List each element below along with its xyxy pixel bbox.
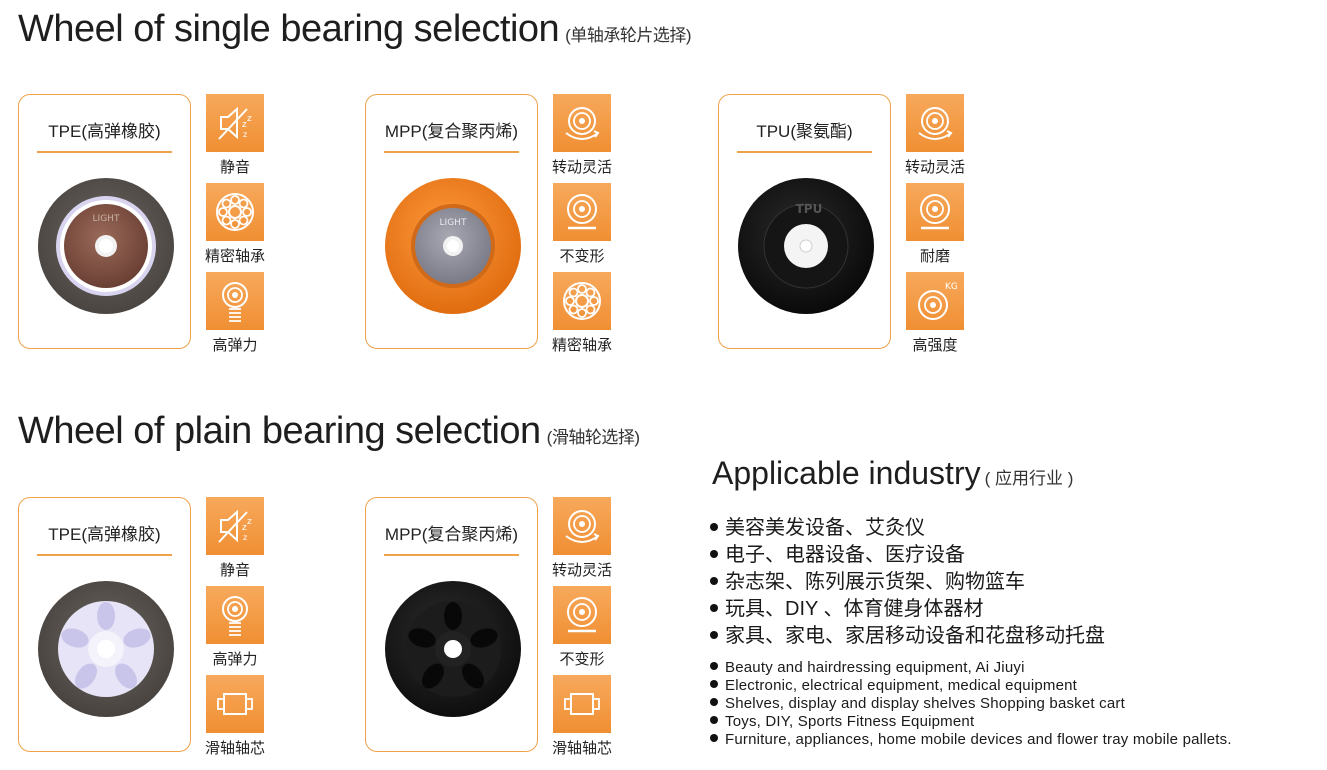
feature-high-elasticity: 高弹力 — [205, 272, 265, 355]
sleeve-bearing-icon — [564, 693, 600, 715]
weight-kg-icon: KG — [918, 282, 957, 320]
feature-label: 静音 — [219, 159, 250, 176]
kg-mark: KG — [945, 282, 957, 292]
industry-list-en: Beauty and hairdressing equipment, Ai Ji… — [710, 659, 1232, 749]
list-item: Toys, DIY, Sports Fitness Equipment — [710, 713, 1232, 731]
mute-icon: z z z — [218, 106, 252, 140]
mute-icon: z z z — [218, 509, 252, 543]
feature-no-deformation: 不变形 — [552, 586, 612, 669]
svg-text:z: z — [243, 533, 247, 542]
wheel-mark-light: LIGHT — [93, 214, 120, 224]
plain-bearing-subtitle: (滑轴轮选择) — [546, 428, 640, 447]
wheel-material-label: TPE(高弹橡胶) — [48, 122, 161, 141]
list-item: 电子、电器设备、医疗设备 — [710, 542, 1105, 569]
mpp-plain-wheel-image — [385, 581, 521, 717]
list-item: Electronic, electrical equipment, medica… — [710, 677, 1232, 695]
feature-label: 高弹力 — [212, 651, 258, 668]
feature-sleeve-bearing: 滑轴轴芯 — [552, 675, 612, 758]
feature-mute: z z z 静音 — [205, 94, 265, 177]
tpu-wheel-image: TPU — [738, 178, 874, 314]
industry-title: Applicable industry( 应用行业 ) — [712, 455, 1074, 491]
list-item: 杂志架、陈列展示货架、购物篮车 — [710, 569, 1105, 596]
wheel-mark-light: LIGHT — [440, 218, 467, 228]
wheel-card-single-tpu: TPU(聚氨酯) TPU — [718, 94, 891, 349]
feature-flexible-rotation: 转动灵活 — [552, 497, 612, 580]
svg-text:z: z — [243, 130, 247, 139]
list-item: Beauty and hairdressing equipment, Ai Ji… — [710, 659, 1232, 677]
rotation-icon — [565, 510, 600, 543]
feature-label: 精密轴承 — [204, 248, 265, 265]
feature-label: 转动灵活 — [904, 159, 965, 176]
feature-high-elasticity: 高弹力 — [205, 586, 265, 669]
stable-wheel-icon — [567, 194, 597, 230]
ball-bearing-icon — [563, 282, 601, 320]
feature-label: 静音 — [219, 562, 250, 579]
sleeve-bearing-icon — [217, 693, 253, 715]
divider — [737, 151, 872, 153]
feature-wear-resistant: 耐磨 — [905, 183, 965, 266]
feature-label: 高强度 — [912, 337, 958, 354]
feature-flexible-rotation: 转动灵活 — [905, 94, 965, 177]
svg-text:z: z — [247, 114, 252, 124]
divider — [384, 554, 519, 556]
feature-flexible-rotation: 转动灵活 — [552, 94, 612, 177]
wheel-material-label: TPU(聚氨酯) — [756, 122, 853, 141]
list-item: Shelves, display and display shelves Sho… — [710, 695, 1232, 713]
divider — [384, 151, 519, 153]
feature-sleeve-bearing: 滑轴轴芯 — [205, 675, 265, 758]
single-bearing-subtitle: (单轴承轮片选择) — [565, 26, 691, 45]
feature-label: 滑轴轴芯 — [551, 740, 612, 757]
rotation-icon — [918, 107, 953, 140]
feature-label: 不变形 — [559, 248, 605, 265]
list-item: 美容美发设备、艾灸仪 — [710, 515, 1105, 542]
wheel-card-plain-tpe: TPE(高弹橡胶) — [18, 497, 191, 752]
ball-bearing-icon — [216, 193, 254, 231]
single-bearing-title: Wheel of single bearing selection(单轴承轮片选… — [18, 8, 691, 50]
feature-label: 转动灵活 — [551, 562, 612, 579]
industry-list-cn: 美容美发设备、艾灸仪 电子、电器设备、医疗设备 杂志架、陈列展示货架、购物篮车 … — [710, 515, 1105, 650]
spring-icon — [222, 596, 248, 636]
feature-label: 高弹力 — [212, 337, 258, 354]
tpe-plain-wheel-image — [38, 581, 174, 717]
feature-label: 滑轴轴芯 — [204, 740, 265, 757]
feature-label: 不变形 — [559, 651, 605, 668]
wheel-material-label: MPP(复合聚丙烯) — [384, 122, 519, 141]
feature-precision-bearing: 精密轴承 — [205, 183, 265, 266]
feature-label: 精密轴承 — [551, 337, 612, 354]
wheel-mark-tpu: TPU — [796, 202, 823, 216]
svg-text:z: z — [242, 523, 247, 533]
wheel-card-single-mpp: MPP(复合聚丙烯) LIGHT — [365, 94, 538, 349]
tpe-wheel-image: LIGHT — [38, 178, 174, 314]
list-item: 家具、家电、家居移动设备和花盘移动托盘 — [710, 623, 1105, 650]
feature-precision-bearing: 精密轴承 — [552, 272, 612, 355]
industry-subtitle: ( 应用行业 ) — [984, 469, 1074, 488]
stable-wheel-icon — [567, 597, 597, 633]
feature-no-deformation: 不变形 — [552, 183, 612, 266]
feature-label: 转动灵活 — [551, 159, 612, 176]
list-item: 玩具、DIY 、体育健身体器材 — [710, 596, 1105, 623]
rotation-icon — [565, 107, 600, 140]
feature-high-strength: KG 高强度 — [905, 272, 965, 355]
svg-text:z: z — [247, 517, 252, 527]
mpp-wheel-image: LIGHT — [385, 178, 521, 314]
divider — [37, 151, 172, 153]
feature-label: 耐磨 — [919, 248, 950, 265]
feature-mute: z z z 静音 — [205, 497, 265, 580]
list-item: Furniture, appliances, home mobile devic… — [710, 731, 1232, 749]
wheel-card-plain-mpp: MPP(复合聚丙烯) — [365, 497, 538, 752]
plain-bearing-title: Wheel of plain bearing selection(滑轴轮选择) — [18, 410, 640, 452]
wheel-card-single-tpe: TPE(高弹橡胶) LIGHT — [18, 94, 191, 349]
svg-text:z: z — [242, 120, 247, 130]
divider — [37, 554, 172, 556]
wear-resistant-icon — [920, 194, 950, 230]
spring-icon — [222, 282, 248, 322]
wheel-material-label: MPP(复合聚丙烯) — [384, 525, 519, 544]
wheel-material-label: TPE(高弹橡胶) — [48, 525, 161, 544]
